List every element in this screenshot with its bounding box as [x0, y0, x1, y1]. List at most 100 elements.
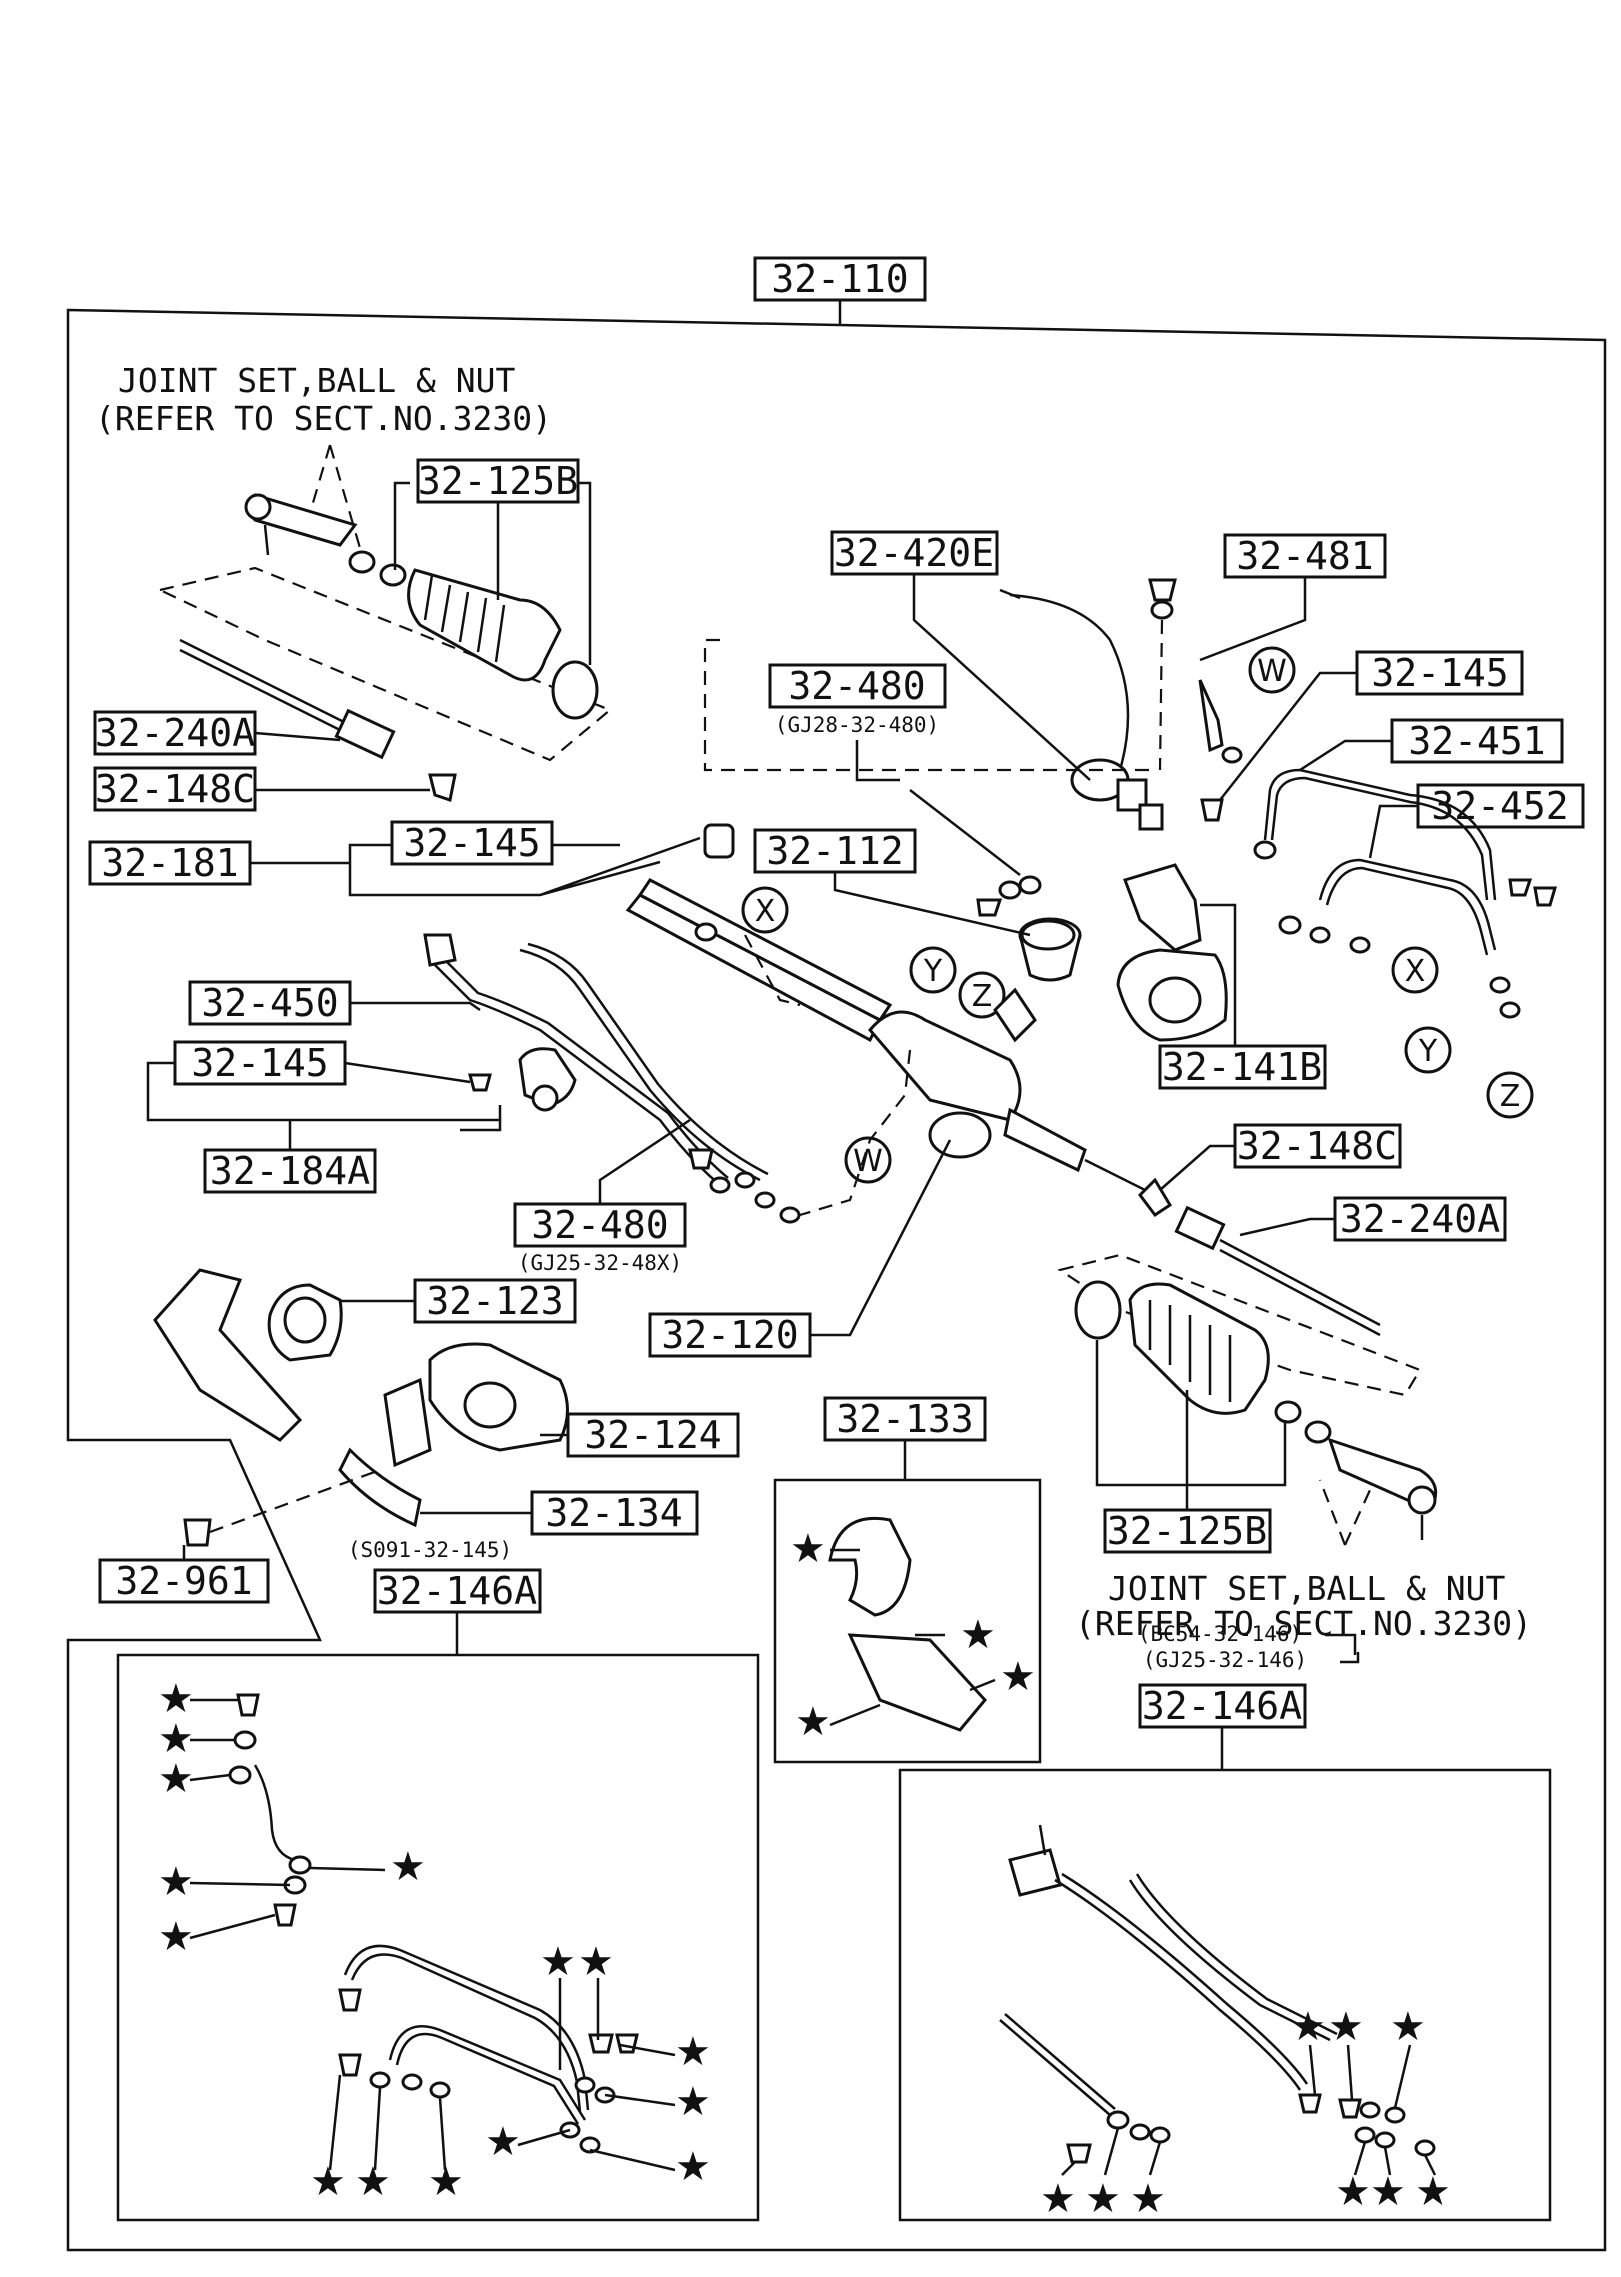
label-32-125b-bottom: 32-125B — [1103, 1508, 1272, 1554]
callout-w-top: W — [1248, 646, 1296, 694]
label-32-123: 32-123 — [413, 1278, 577, 1324]
svg-text:★: ★ — [1000, 1654, 1036, 1700]
leader-451 — [1299, 739, 1392, 772]
svg-text:★: ★ — [390, 1844, 426, 1890]
svg-text:Z: Z — [972, 979, 993, 1014]
leader-420e — [912, 574, 1091, 781]
callout-x-left: X — [741, 886, 789, 934]
bracket-141b — [1116, 863, 1228, 1042]
bolt-961 — [183, 1468, 381, 1547]
svg-text:X: X — [1405, 954, 1426, 989]
leader-112 — [833, 872, 1031, 937]
subbox-32-146a-left: ★ ★ ★ ★ ★ ★ ★ ★ ★ ★ ★ ★ ★ ★ ★ — [116, 1612, 760, 2222]
svg-text:★: ★ — [310, 2159, 346, 2205]
svg-text:★: ★ — [1370, 2169, 1406, 2215]
label-32-961: 32-961 — [98, 1558, 270, 1604]
svg-text:★: ★ — [1335, 2169, 1371, 2215]
svg-text:★: ★ — [158, 1756, 194, 1802]
tie-rod-end-bottom — [1327, 1437, 1438, 1540]
label-32-481: 32-481 — [1223, 533, 1387, 579]
label-32-146a-left: (S091-32-145) 32-146A — [348, 1538, 542, 1614]
label-32-145-c: 32-145 — [173, 1040, 347, 1086]
label-32-451: 32-451 — [1390, 718, 1564, 764]
svg-text:★: ★ — [485, 2119, 521, 2165]
svg-text:W: W — [1257, 654, 1287, 689]
svg-text:32-480: 32-480 — [531, 1203, 668, 1247]
svg-text:★: ★ — [960, 1612, 996, 1658]
subbox-32-133: ★ ★ ★ ★ — [773, 1440, 1042, 1764]
leader-120 — [810, 1139, 952, 1337]
svg-text:Y: Y — [923, 954, 943, 989]
label-32-124: 32-124 — [566, 1412, 740, 1458]
svg-text:32-240A: 32-240A — [1340, 1197, 1500, 1241]
svg-text:32-480: 32-480 — [788, 664, 925, 708]
svg-text:32-134: 32-134 — [545, 1491, 682, 1535]
label-32-148c-right: 32-148C — [1233, 1123, 1402, 1169]
subbox-32-146a-right: ★ ★ ★ ★ ★ ★ ★ ★ ★ — [898, 1727, 1552, 2222]
dashed-480-top — [703, 638, 1150, 772]
svg-text:32-145: 32-145 — [403, 821, 540, 865]
svg-text:(GJ25-32-48X): (GJ25-32-48X) — [518, 1251, 682, 1275]
svg-text:32-146A: 32-146A — [1142, 1684, 1302, 1728]
svg-text:★: ★ — [158, 1914, 194, 1960]
main-frame — [66, 308, 1607, 2252]
svg-text:(BC54-32-146): (BC54-32-146) — [1138, 1622, 1302, 1646]
mount-bushing-124 — [338, 1342, 569, 1528]
leader-141b — [1200, 903, 1237, 1046]
svg-text:32-420E: 32-420E — [834, 531, 994, 575]
label-32-141b: 32-141B — [1158, 1044, 1327, 1090]
svg-text:JOINT SET,BALL & NUT: JOINT SET,BALL & NUT — [118, 361, 515, 400]
label-32-133: 32-133 — [823, 1396, 987, 1442]
svg-text:32-124: 32-124 — [584, 1413, 721, 1457]
svg-text:(S091-32-145): (S091-32-145) — [348, 1538, 512, 1562]
cap-112 — [1020, 919, 1076, 951]
callout-x-right: X — [1391, 946, 1439, 994]
leader-181-145a — [250, 836, 701, 897]
label-32-148c-left: 32-148C — [93, 766, 257, 812]
callout-y-right: Y — [1404, 1026, 1452, 1074]
leader-481 — [1199, 577, 1307, 662]
svg-text:32-240A: 32-240A — [95, 711, 255, 755]
svg-text:★: ★ — [1040, 2176, 1076, 2222]
callout-w-mid: W — [844, 1136, 892, 1184]
label-32-145-b: 32-145 — [1355, 650, 1524, 696]
svg-text:★: ★ — [158, 1676, 194, 1722]
svg-text:★: ★ — [1390, 2004, 1426, 2050]
label-32-125b-top: 32-125B — [416, 458, 580, 504]
svg-text:★: ★ — [675, 2029, 711, 2075]
label-32-450: 32-450 — [188, 980, 352, 1026]
label-32-184a: 32-184A — [203, 1148, 377, 1194]
svg-text:★: ★ — [675, 2144, 711, 2190]
mount-bracket-left — [153, 1268, 343, 1442]
svg-text:32-123: 32-123 — [426, 1279, 563, 1323]
solenoid-valve — [999, 588, 1164, 831]
svg-text:32-120: 32-120 — [661, 1313, 798, 1357]
steering-rack-body — [625, 823, 1146, 1192]
label-32-240a-left: 32-240A — [93, 710, 257, 756]
leader-240a-right — [1239, 1217, 1335, 1237]
svg-text:32-451: 32-451 — [1408, 719, 1545, 763]
label-32-480-top: 32-480 (GJ28-32-480) — [768, 663, 947, 737]
leader-450 — [350, 1001, 481, 1012]
svg-text:32-184A: 32-184A — [210, 1149, 370, 1193]
svg-text:32-141B: 32-141B — [1162, 1045, 1322, 1089]
svg-text:★: ★ — [1130, 2176, 1166, 2222]
bolt-set-481 — [1148, 578, 1243, 771]
inner-tie-rod-right — [1138, 1177, 1381, 1337]
svg-text:★: ★ — [1085, 2176, 1121, 2222]
bolt-145-top — [1200, 798, 1224, 822]
label-32-134: 32-134 — [530, 1490, 699, 1536]
svg-text:32-181: 32-181 — [101, 841, 238, 885]
svg-text:32-148C: 32-148C — [95, 767, 255, 811]
svg-text:32-125B: 32-125B — [1107, 1509, 1267, 1553]
leader-125b-bottom — [1095, 1340, 1287, 1510]
svg-text:★: ★ — [795, 1699, 831, 1745]
svg-text:★: ★ — [540, 1939, 576, 1985]
leader-480-mid — [598, 1118, 691, 1204]
joint-set-note-top: JOINT SET,BALL & NUT (REFER TO SECT.NO.3… — [95, 361, 552, 549]
label-32-120: 32-120 — [648, 1312, 812, 1358]
leader-125b-top — [393, 481, 592, 665]
svg-text:(GJ25-32-146): (GJ25-32-146) — [1143, 1648, 1307, 1672]
svg-text:(REFER TO SECT.NO.3230): (REFER TO SECT.NO.3230) — [95, 399, 552, 438]
svg-text:Y: Y — [1418, 1034, 1438, 1069]
